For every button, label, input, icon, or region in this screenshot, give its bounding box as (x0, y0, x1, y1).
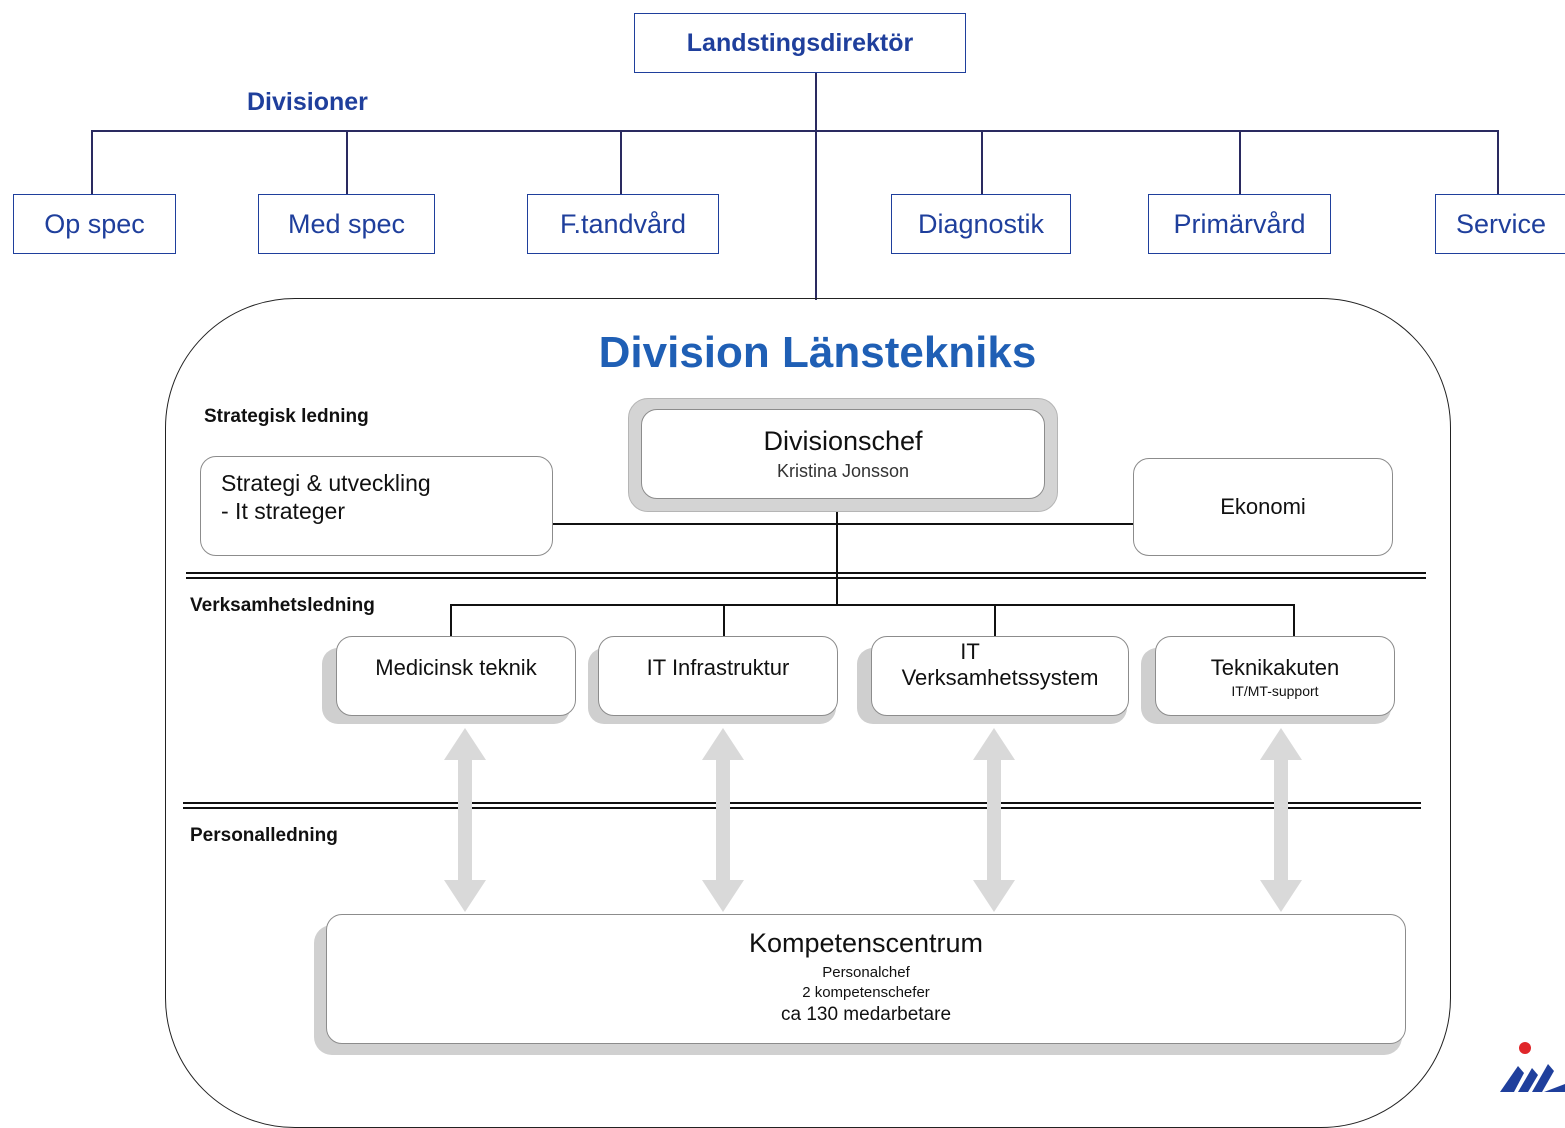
chief-box: Divisionschef Kristina Jonsson (641, 409, 1045, 499)
vs-line1: IT (960, 639, 980, 664)
division-box-service: Service (1435, 194, 1565, 254)
connector-tk (1293, 604, 1295, 637)
divisions-bus (91, 130, 1498, 132)
economy-box: Ekonomi (1133, 458, 1393, 556)
connector-vs (994, 604, 996, 637)
division-title: Division Länstekniks (598, 328, 1037, 377)
arrow-vs (973, 728, 1015, 912)
arrow-infra (702, 728, 744, 912)
units-bus (450, 604, 1294, 606)
division-box-ftandvard: F.tandvård (527, 194, 719, 254)
medtech-box: Medicinsk teknik (336, 636, 576, 716)
division-label: F.tandvård (559, 208, 687, 239)
connector-primarvard (1239, 130, 1241, 194)
separator-strategic-b (186, 577, 1426, 579)
strategy-line1: Strategi & utveckling (221, 470, 431, 496)
division-box-med-spec: Med spec (258, 194, 435, 254)
medtech-label: Medicinsk teknik (375, 655, 537, 680)
competence-line2: 2 kompetenschefer (802, 984, 930, 1001)
director-label: Landstingsdirektör (686, 28, 914, 57)
strategy-line2: - It strateger (221, 498, 345, 524)
connector-op-spec (91, 130, 93, 194)
connector-service (1497, 130, 1499, 194)
level-label-operational: Verksamhetsledning (190, 595, 375, 616)
competence-line1: Personalchef (822, 964, 910, 981)
infra-box: IT Infrastruktur (598, 636, 838, 716)
divisions-label: Divisioner (247, 88, 368, 116)
competence-title: Kompetenscentrum (748, 928, 984, 958)
arrow-tk (1260, 728, 1302, 912)
strategy-box: Strategi & utveckling - It strateger (200, 456, 553, 556)
connector-diagnostik (981, 130, 983, 194)
vs-line2: Verksamhetssystem (901, 665, 1099, 690)
chief-name: Kristina Jonsson (776, 461, 910, 481)
arrows-layer (444, 728, 1302, 912)
division-label: Op spec (44, 208, 145, 239)
level-label-personnel: Personalledning (190, 825, 338, 846)
tk-box: Teknikakuten IT/MT-support (1155, 636, 1395, 716)
competence-line3: ca 130 medarbetare (780, 1004, 952, 1025)
director-box: Landstingsdirektör (634, 13, 966, 73)
division-label: Med spec (287, 208, 406, 239)
level-label-strategic: Strategisk ledning (204, 406, 369, 427)
arrow-medtech (444, 728, 486, 912)
division-box-op-spec: Op spec (13, 194, 176, 254)
vs-box: IT Verksamhetssystem (871, 636, 1129, 716)
connector-medtech (450, 604, 452, 637)
director-connector (815, 73, 817, 300)
division-label: Service (1456, 208, 1547, 239)
division-label: Primärvård (1173, 208, 1306, 239)
infra-label: IT Infrastruktur (646, 655, 790, 680)
separator-operational (183, 802, 1421, 804)
tk-title: Teknikakuten (1210, 655, 1340, 680)
strategic-bus (553, 523, 1133, 525)
chief-connector (836, 500, 838, 605)
landsting-logo-icon (1500, 1042, 1565, 1092)
separator-operational-b (183, 807, 1421, 809)
connector-med-spec (346, 130, 348, 194)
chief-title: Divisionschef (763, 426, 923, 456)
separator-strategic (186, 572, 1426, 574)
competence-box: Kompetenscentrum Personalchef 2 kompeten… (326, 914, 1406, 1044)
division-box-primarvard: Primärvård (1148, 194, 1331, 254)
division-box-diagnostik: Diagnostik (891, 194, 1071, 254)
connector-infra (723, 604, 725, 637)
tk-sub: IT/MT-support (1231, 683, 1319, 699)
economy-label: Ekonomi (1220, 494, 1306, 519)
division-label: Diagnostik (917, 208, 1045, 239)
connector-ftandvard (620, 130, 622, 194)
